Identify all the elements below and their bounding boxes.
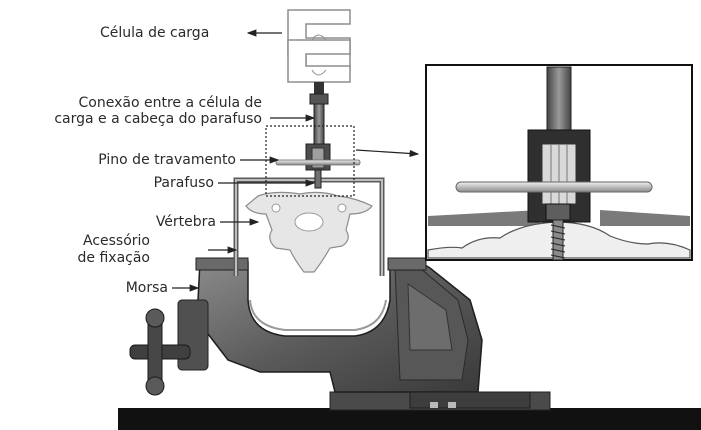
label-load-cell: Célula de carga	[100, 25, 210, 41]
label-vertebra: Vértebra	[155, 214, 216, 230]
detail-inset	[425, 64, 693, 261]
rod-assembly	[275, 82, 361, 189]
table-base	[118, 408, 701, 430]
label-vise: Morsa	[125, 280, 168, 296]
label-fixture-line1: Acessório	[82, 233, 150, 249]
label-locking-pin: Pino de travamento	[98, 152, 236, 168]
load-cell	[287, 9, 351, 83]
vise	[129, 257, 551, 411]
label-fixture-line2: de fixação	[77, 250, 150, 266]
arrow-detail-inset	[355, 149, 420, 158]
label-connection-line1: Conexão entre a célula de	[78, 95, 262, 111]
label-screw: Parafuso	[153, 175, 214, 191]
detail-region-marker	[265, 125, 355, 197]
pointer-arrows	[172, 29, 420, 292]
vertebra	[245, 191, 373, 273]
label-connection-line2: carga e a cabeça do parafuso	[54, 111, 262, 127]
fixture-accessory	[233, 177, 385, 276]
